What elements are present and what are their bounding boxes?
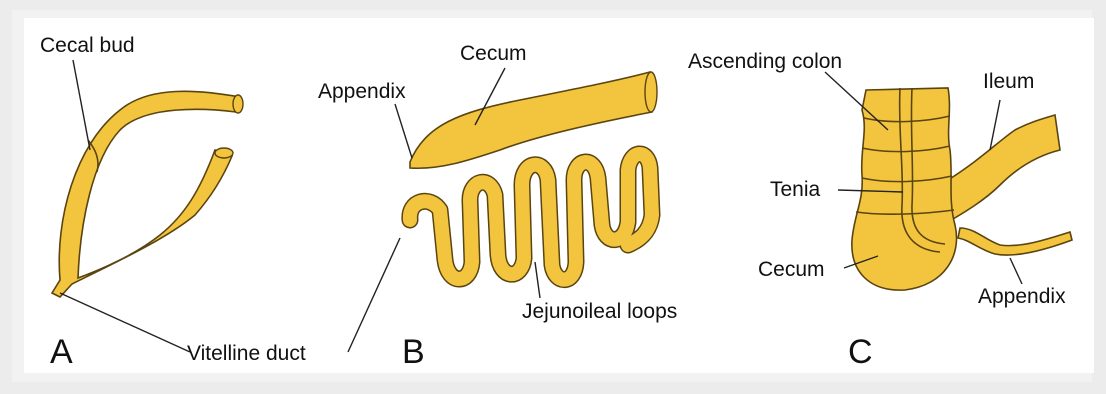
panel-b-drawing xyxy=(410,72,657,280)
leader-vitelline-duct-b xyxy=(348,238,400,352)
panel-c-letter: C xyxy=(848,333,873,371)
panel-c-appendix xyxy=(958,228,1072,255)
panel-a-drawing xyxy=(52,91,243,297)
panel-a-cranial-end xyxy=(233,95,243,113)
label-ileum: Ileum xyxy=(983,70,1034,93)
panel-c-drawing xyxy=(852,88,1072,290)
leader-cecal-bud xyxy=(73,60,90,150)
leader-jejunoileal-loops xyxy=(535,262,540,298)
panel-b-cecum xyxy=(410,72,652,168)
panel-a-letter: A xyxy=(50,333,73,371)
label-vitelline-duct: Vitelline duct xyxy=(187,342,306,365)
leader-appendix-b xyxy=(395,104,412,158)
label-ascending-colon: Ascending colon xyxy=(688,50,842,73)
panel-b-colon-end xyxy=(645,72,657,112)
label-cecum-c: Cecum xyxy=(758,258,825,281)
leader-vitelline-duct-a xyxy=(60,293,190,352)
label-jejunoileal-loops: Jejunoileal loops xyxy=(522,300,677,323)
label-appendix-b: Appendix xyxy=(318,80,406,103)
label-tenia: Tenia xyxy=(770,178,821,201)
panel-c-ileum xyxy=(948,115,1060,222)
leader-appendix-c xyxy=(1010,258,1022,284)
panel-a-midgut-loop xyxy=(52,91,240,297)
panel-b-letter: B xyxy=(402,333,425,371)
label-appendix-c: Appendix xyxy=(978,285,1066,308)
label-cecum-b: Cecum xyxy=(460,42,527,65)
panel-a-caudal-end xyxy=(215,148,233,158)
label-cecal-bud: Cecal bud xyxy=(40,34,135,57)
